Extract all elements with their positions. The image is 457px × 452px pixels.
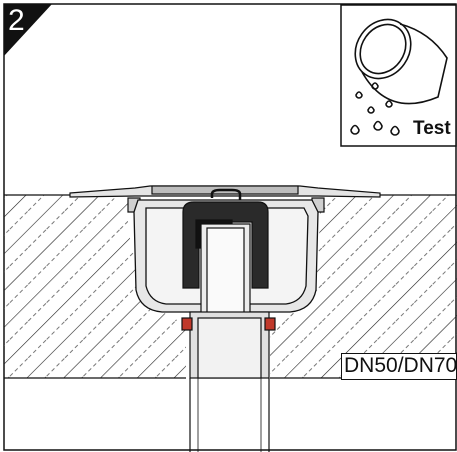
step-number: 2 — [8, 4, 25, 37]
pipe-size-label: DN50/DN70 — [341, 353, 457, 380]
concrete-left — [4, 195, 186, 378]
step-badge — [4, 4, 52, 56]
outlet-socket — [181, 311, 276, 379]
seal-right — [264, 317, 276, 331]
test-label: Test — [413, 118, 451, 139]
concrete-right — [270, 195, 457, 378]
seal-left — [181, 317, 193, 331]
drain-pipe — [189, 378, 270, 452]
test-water-icon — [350, 18, 448, 136]
